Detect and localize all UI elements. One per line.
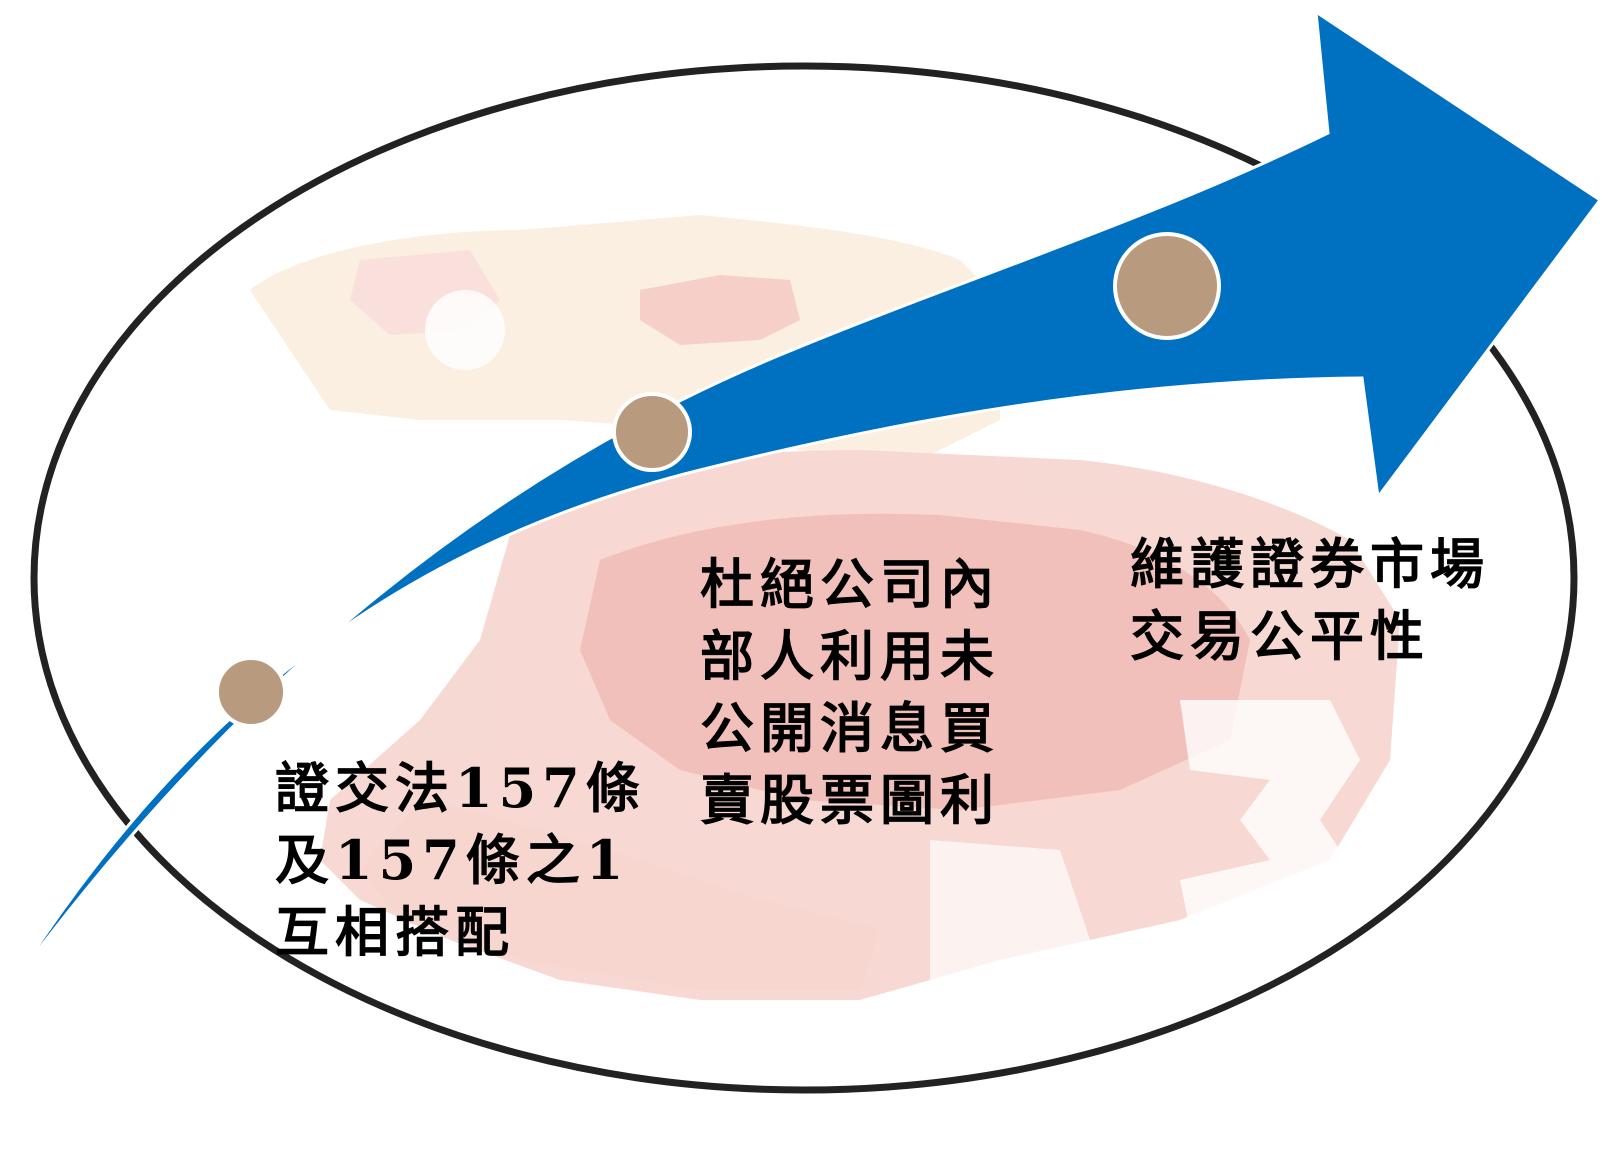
- step-1-line-1: 證交法157條: [275, 756, 646, 820]
- step-2-text: 杜絕公司內 部人利用未 公開消息買 賣股票圖利: [700, 548, 1000, 836]
- background-photo: [250, 215, 1400, 1000]
- step-marker-2: [612, 392, 692, 472]
- step-3-line-2: 交易公平性: [1130, 604, 1430, 668]
- step-3-text: 維護證券市場 交易公平性: [1130, 528, 1490, 672]
- step-1-line-3: 互相搭配: [275, 900, 515, 964]
- step-2-line-3: 公開消息買: [700, 696, 1000, 760]
- step-2-line-1: 杜絕公司內: [700, 552, 1000, 616]
- outer-ellipse: [30, 62, 1578, 1094]
- step-3-line-1: 維護證券市場: [1130, 532, 1490, 596]
- step-marker-3: [1113, 232, 1221, 340]
- step-1-text: 證交法157條 及157條之1 互相搭配: [275, 752, 646, 968]
- step-marker-1: [215, 656, 287, 728]
- step-2-line-4: 賣股票圖利: [700, 768, 1000, 832]
- step-2-line-2: 部人利用未: [700, 624, 1000, 688]
- step-1-line-2: 及157條之1: [275, 828, 630, 892]
